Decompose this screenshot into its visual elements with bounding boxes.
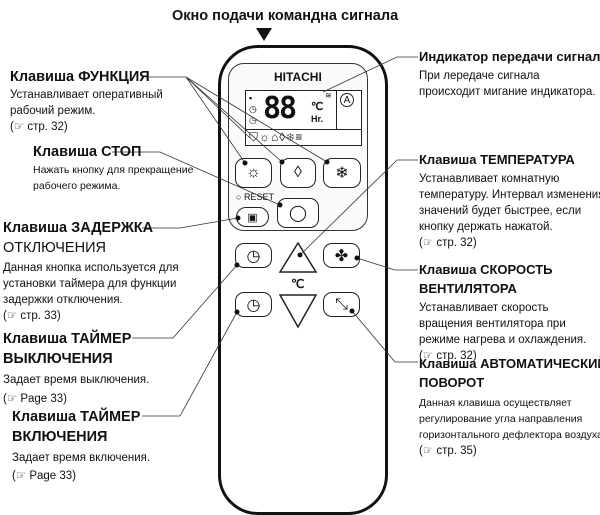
callout-title: Клавиша ЗАДЕРЖКА: [3, 220, 154, 236]
callout-title: Клавиша СТОП: [33, 144, 142, 160]
dry-mode-button[interactable]: ◊: [280, 158, 316, 188]
heat-mode-button[interactable]: ☼: [235, 158, 272, 188]
callout-title: Клавиша ТАЙМЕР: [12, 409, 141, 425]
callout-desc: режиме нагрева и охлаждения.: [419, 334, 587, 346]
on-timer-button[interactable]: ◷: [235, 292, 272, 317]
reset-label: ○ RESET: [236, 192, 274, 202]
callout-desc: Нажать кнопку для прекращение: [33, 164, 194, 176]
callout-title: ВЕНТИЛЯТОРА: [419, 281, 517, 296]
callout-desc: регулирование угла направления: [419, 413, 583, 425]
callout-desc: горизонтального дефлектора воздуха.: [419, 429, 600, 441]
sleep-delay-button[interactable]: ▣: [236, 207, 269, 227]
stop-button[interactable]: ◯: [277, 198, 319, 228]
callout-desc: установки таймера для функции: [3, 278, 177, 290]
callout-title: Клавиша ФУНКЦИЯ: [10, 69, 150, 85]
lcd-timer-icons: ▪◷◷: [249, 93, 257, 125]
off-timer-callout: Клавиша ТАЙМЕР ВЫКЛЮЧЕНИЯ Задает время в…: [3, 329, 149, 407]
lcd-celsius: ℃: [311, 101, 324, 113]
lcd-mode-icons: ⛉☼⌂◊❄≡: [249, 130, 304, 144]
callout-desc: происходит мигание индикатора.: [419, 86, 596, 98]
auto-swing-callout: Клавиша АВТОМАТИЧЕСКИЙ ПОВОРОТ Данная кл…: [419, 354, 600, 459]
sleep-key-callout: Клавиша ЗАДЕРЖКА ОТКЛЮЧЕНИЯ Данная кнопк…: [3, 218, 179, 324]
callout-page-ref: (☞ стр. 32): [419, 237, 477, 249]
callout-desc: Данная кнопка используется для: [3, 262, 179, 274]
callout-page-ref: (☞ стр. 33): [3, 310, 61, 322]
off-timer-button[interactable]: ◷: [235, 243, 272, 268]
cool-mode-button[interactable]: ❄: [323, 158, 361, 188]
lcd-display: 88 ℃ Hr. ▪◷◷ ≋ A ⛉☼⌂◊❄≡: [245, 90, 362, 146]
callout-desc: Устанавливает комнатную: [419, 173, 560, 185]
swing-button[interactable]: ⤡: [323, 292, 360, 317]
stop-key-callout: Клавиша СТОП Нажать кнопку для прекращен…: [33, 142, 193, 194]
callout-desc: температуру. Интервал изменения: [419, 189, 600, 201]
auto-mode-icon: A: [340, 93, 354, 107]
temp-down-button[interactable]: [278, 294, 318, 329]
callout-desc: Устанавливает оперативный: [10, 89, 163, 101]
callout-page-ref: (☞ стр. 35): [419, 445, 477, 457]
reset-text: RESET: [243, 192, 274, 202]
leader-lines: [112, 56, 418, 417]
callout-desc: задержки отключения.: [3, 294, 123, 306]
temperature-buttons: [278, 241, 318, 329]
callout-page-ref: (☞ Page 33): [3, 393, 68, 405]
callout-title: ОТКЛЮЧЕНИЯ: [3, 240, 106, 256]
temp-label: ℃: [291, 277, 305, 291]
callout-page-ref: (☞ стр. 32): [10, 121, 68, 133]
callout-desc: Данная клавиша осуществляет: [419, 397, 572, 409]
function-key-callout: Клавиша ФУНКЦИЯ Устанавливает оперативны…: [10, 67, 163, 135]
callout-desc: Устанавливает скорость: [419, 302, 549, 314]
callout-desc: При лередаче сигнала: [419, 70, 540, 82]
signal-indicator-icon: ≋: [325, 91, 332, 100]
callout-desc: значений будет быстрее, если: [419, 205, 582, 217]
lcd-hours: Hr.: [311, 114, 324, 124]
callout-title: Индикатор передачи сигнала: [419, 49, 600, 64]
callout-desc: Задает время включения.: [12, 452, 151, 464]
signal-indicator-callout: Индикатор передачи сигнала При лередаче …: [419, 47, 600, 100]
callout-title: Клавиша ТАЙМЕР: [3, 331, 132, 347]
callout-title: ВКЛЮЧЕНИЯ: [12, 429, 108, 445]
temperature-key-callout: Клавиша ТЕМПЕРАТУРА Устанавливает комнат…: [419, 150, 600, 251]
callout-title: Клавиша СКОРОСТЬ: [419, 262, 553, 277]
callout-title: Клавиша АВТОМАТИЧЕСКИЙ: [419, 356, 600, 371]
callout-desc: кнопку держать нажатой.: [419, 221, 553, 233]
callout-title: Клавиша ТЕМПЕРАТУРА: [419, 152, 575, 167]
callout-page-ref: (☞ стр. 32): [419, 350, 477, 362]
callout-desc: вращения вентилятора при: [419, 318, 566, 330]
arrow-down-icon: [256, 28, 272, 41]
callout-desc: рабочий режим.: [10, 105, 96, 117]
callout-page-ref: (☞ Page 33): [12, 470, 77, 482]
fan-speed-button[interactable]: ✤: [323, 243, 360, 268]
callout-desc: рабочего режима.: [33, 180, 121, 192]
fan-speed-callout: Клавиша СКОРОСТЬ ВЕНТИЛЯТОРА Устанавлива…: [419, 260, 586, 364]
brand-logo: HITACHI: [274, 70, 322, 84]
callout-desc: Задает время выключения.: [3, 374, 150, 386]
temp-up-button[interactable]: [278, 241, 318, 273]
on-timer-callout: Клавиша ТАЙМЕР ВКЛЮЧЕНИЯ Задает время вк…: [12, 407, 150, 484]
lcd-digits: 88: [263, 91, 297, 126]
signal-window-label: Окно подачи команднa сигнала: [172, 8, 399, 24]
callout-title: ПОВОРОТ: [419, 375, 485, 390]
callout-title: ВЫКЛЮЧЕНИЯ: [3, 351, 113, 367]
